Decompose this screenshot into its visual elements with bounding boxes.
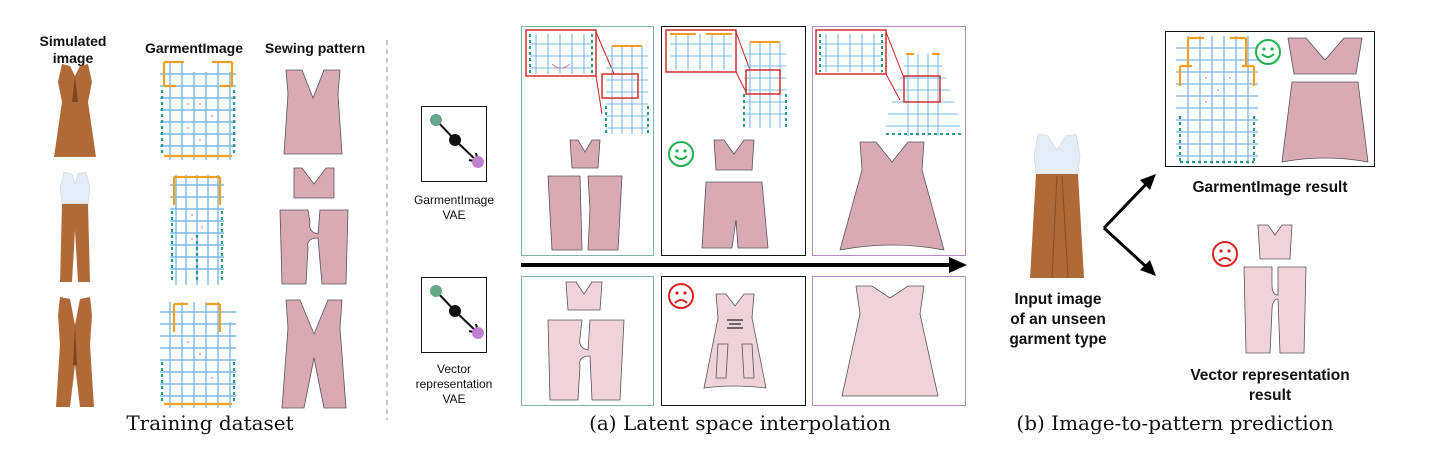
interp-top-panel-start (521, 26, 654, 256)
interp-bottom-panel-start (521, 276, 654, 406)
caption-image-to-pattern-prediction: (b) Image-to-pattern prediction (1016, 411, 1334, 435)
result-panel-garmentimage (1165, 31, 1375, 167)
input-garment-image (1030, 133, 1084, 279)
sewing-pattern-interp-middle (701, 139, 769, 249)
garmentimage-grid-interp-middle (665, 29, 787, 128)
simulated-garment-dress-2 (56, 297, 94, 407)
garmentimage-grid-training-3 (160, 302, 236, 408)
garmentimage-grid-interp-end (815, 29, 962, 136)
interp-top-panel-end (812, 26, 966, 256)
caption-latent-space-interpolation: (a) Latent space interpolation (589, 411, 891, 435)
vector-pattern-interp-end (841, 285, 939, 397)
label-garmentimage-result: GarmentImage result (1192, 179, 1348, 196)
vector-pattern-interp-middle (703, 293, 767, 389)
simulated-garment-dress-1 (54, 64, 96, 157)
garmentimage-grid-training-2 (170, 175, 224, 285)
sewing-pattern-interp-start (547, 139, 623, 251)
vector-pattern-result (1243, 224, 1307, 354)
interp-top-panel-middle (661, 26, 806, 256)
interpolation-direction-arrow (521, 257, 967, 273)
section-separator (386, 40, 388, 420)
col-header-sewing-pattern: Sewing pattern (264, 40, 366, 56)
sewing-pattern-result (1281, 37, 1369, 163)
caption-training-dataset: Training dataset (126, 411, 294, 435)
label-vector-representation-result: Vector representation result (1190, 367, 1350, 404)
garmentimage-grid-result (1176, 36, 1258, 164)
interpolation-arrow-icon (421, 277, 487, 353)
sewing-pattern-training-3 (281, 299, 347, 409)
happy-face-icon (1255, 39, 1281, 65)
col-header-garmentimage: GarmentImage (144, 40, 244, 56)
label-input-image: Input image of an unseen garment type (1009, 291, 1107, 348)
happy-face-icon (668, 141, 694, 167)
sewing-pattern-training-2 (279, 167, 349, 285)
interp-bottom-panel-end (812, 276, 966, 406)
sewing-pattern-training-1 (283, 69, 343, 155)
sewing-pattern-interp-end (839, 141, 945, 251)
prediction-branch-arrows (1102, 174, 1156, 276)
garmentimage-grid-interp-start (525, 29, 649, 134)
simulated-garment-jumpsuit (59, 171, 91, 282)
garmentimage-grid-training-1 (160, 60, 236, 160)
sad-face-icon (1212, 241, 1238, 267)
label-garmentimage-vae: GarmentImage VAE (413, 193, 495, 222)
col-header-simulated-image: Simulated image (39, 33, 107, 66)
vector-pattern-interp-start (547, 281, 625, 401)
interp-bottom-panel-middle (661, 276, 806, 406)
label-vector-representation-vae: Vector representation VAE (415, 362, 493, 406)
sad-face-icon (668, 283, 694, 309)
interpolation-arrow-icon (421, 106, 487, 182)
